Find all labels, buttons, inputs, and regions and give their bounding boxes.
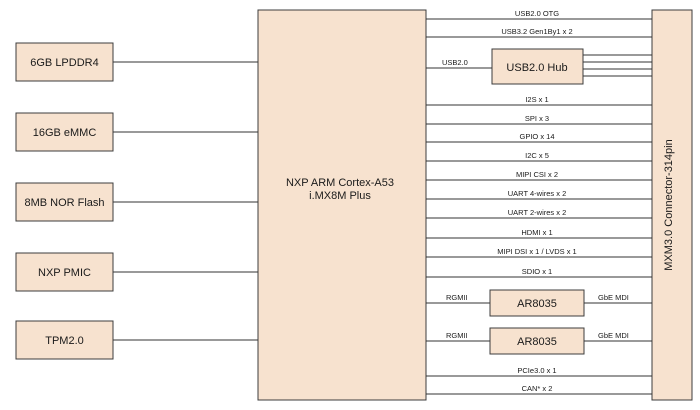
phy-1-out-label: GbE MDI xyxy=(598,293,629,302)
phy-block-1: RGMII GbE MDI AR8035 xyxy=(426,289,652,317)
phy-2-box xyxy=(489,327,585,355)
connector-box xyxy=(651,9,693,401)
peripheral-box xyxy=(15,112,114,152)
peripheral-box xyxy=(15,320,114,360)
soc-label-line2: i.MX8M Plus xyxy=(309,190,371,202)
signal-lines: USB2.0 OTG USB3.2 Gen1By1 x 2 I2S x 1 SPI x… xyxy=(426,9,652,395)
connector-label: MXM3.0 Connector-314pin xyxy=(663,139,675,270)
phy-1-box xyxy=(489,289,585,317)
peripheral-box xyxy=(15,252,114,292)
peripheral-box xyxy=(15,182,114,222)
signal-label: UART 2-wires x 2 xyxy=(508,208,567,217)
signal-label: SPI x 3 xyxy=(525,114,549,123)
phy-1-label: AR8035 xyxy=(517,298,557,310)
soc-label-line1: NXP ARM Cortex-A53 xyxy=(286,177,394,189)
signal-label: USB3.2 Gen1By1 x 2 xyxy=(501,27,572,36)
phy-block-2: RGMII GbE MDI AR8035 xyxy=(426,327,652,355)
peripheral-label: NXP PMIC xyxy=(38,267,91,279)
phy-2-out-label: GbE MDI xyxy=(598,331,629,340)
signal-label: GPIO x 14 xyxy=(519,132,554,141)
phy-2-label: AR8035 xyxy=(517,336,557,348)
signal-label: HDMI x 1 xyxy=(521,228,552,237)
peripheral-label: TPM2.0 xyxy=(45,335,84,347)
signal-label: I2C x 5 xyxy=(525,151,549,160)
usb-hub-link-label: USB2.0 xyxy=(442,58,468,67)
signal-label: MIPI DSI x 1 / LVDS x 1 xyxy=(497,247,576,256)
usb-hub-label: USB2.0 Hub xyxy=(506,62,567,74)
phy-2-in-label: RGMII xyxy=(446,331,468,340)
signal-label: PCIe3.0 x 1 xyxy=(517,366,556,375)
signal-label: MIPI CSI x 2 xyxy=(516,170,558,179)
signal-label: UART 4-wires x 2 xyxy=(508,189,567,198)
phy-1-in-label: RGMII xyxy=(446,293,468,302)
signal-label: I2S x 1 xyxy=(525,95,548,104)
signal-label: USB2.0 OTG xyxy=(515,9,559,18)
peripheral-label: 6GB LPDDR4 xyxy=(30,57,98,69)
peripheral-label: 16GB eMMC xyxy=(33,127,97,139)
signal-label: SDIO x 1 xyxy=(522,267,552,276)
usb-hub-block: USB2.0 USB2.0 Hub xyxy=(426,48,652,85)
signal-label: CAN* x 2 xyxy=(522,384,553,393)
usb-hub-box xyxy=(491,48,584,85)
peripheral-box xyxy=(15,42,114,82)
peripheral-label: 8MB NOR Flash xyxy=(24,197,104,209)
soc-box xyxy=(257,9,427,401)
